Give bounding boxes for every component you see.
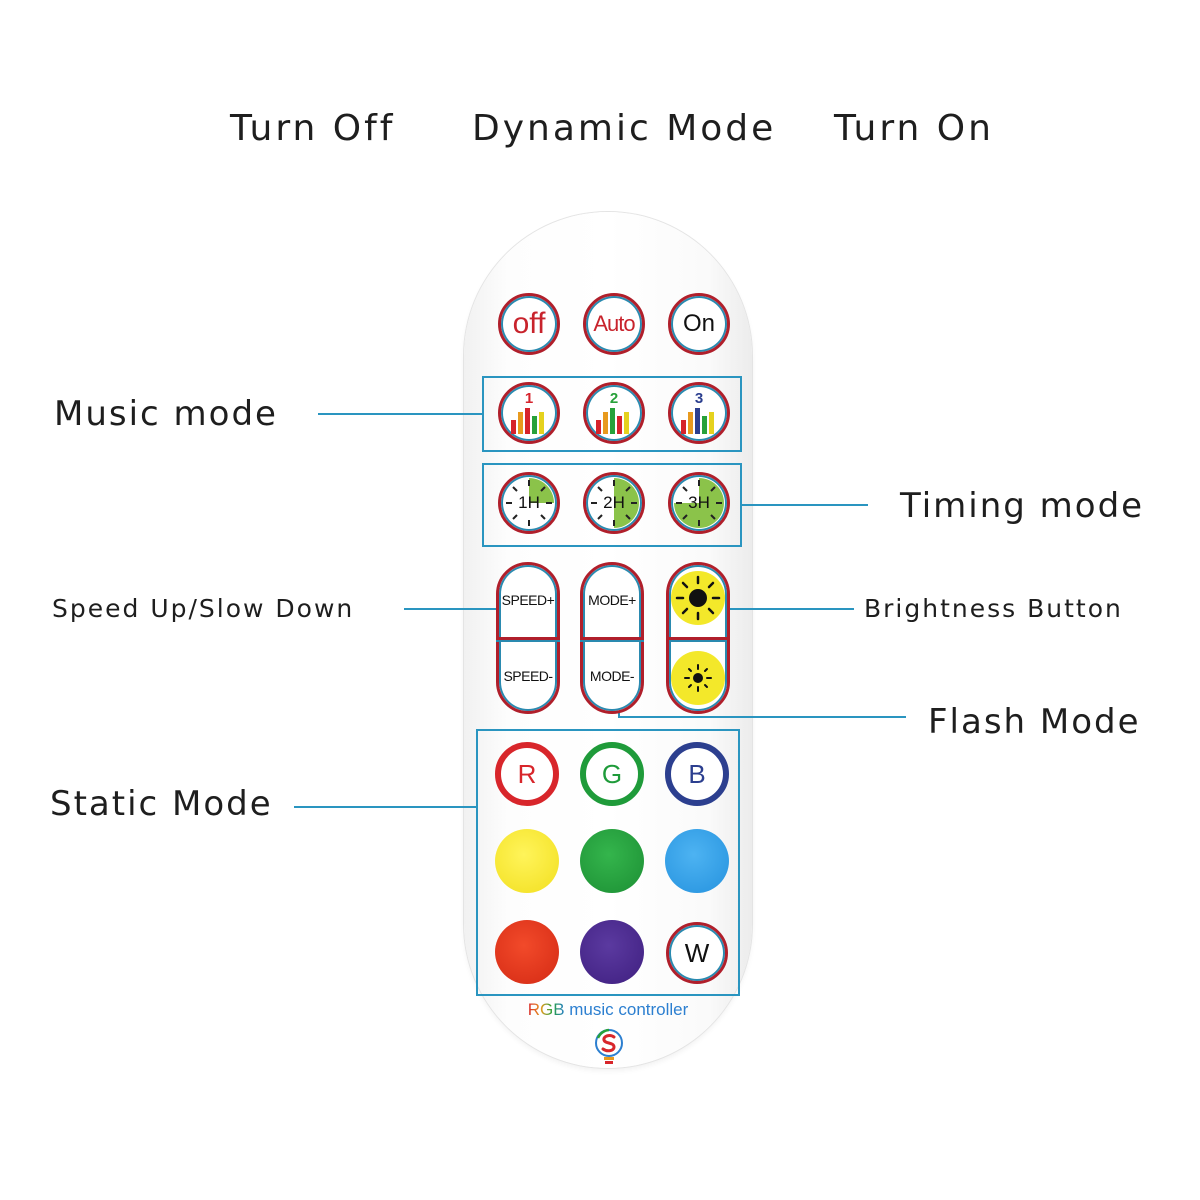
red-letter-button[interactable]: R [495,742,559,806]
purple-color-button[interactable] [580,920,644,984]
timing-mode-group [482,463,742,547]
auto-button-label: Auto [593,311,635,336]
speed-rocker: SPEED+ SPEED- [496,562,560,714]
white-button-label: W [684,937,710,968]
music-mode-3-button[interactable]: 3 [668,382,730,444]
music-mode-1-number: 1 [525,390,533,407]
light-green-color-button[interactable] [580,829,644,893]
timer-2h-button[interactable]: 2H [583,472,645,534]
clock-icon [591,478,639,528]
blue-letter-label: B [688,758,706,789]
timer-3h-label: 3H [688,493,710,512]
mode-rocker: MODE+ MODE- [580,562,644,714]
timer-1h-label: 1H [518,493,540,512]
clock-icon [674,478,724,528]
brand-text: RGB music controller [464,1000,752,1020]
yellow-color-button[interactable] [495,829,559,893]
brightness-up-button[interactable] [671,571,725,625]
turn-on-label: Turn On [834,108,994,149]
speed-up-button[interactable]: SPEED+ [499,565,557,635]
sun-large-icon [675,575,721,621]
speed-down-button[interactable]: SPEED- [499,641,557,711]
on-button[interactable]: On [668,293,730,355]
sun-small-icon [684,664,712,692]
timer-1h-button[interactable]: 1H [498,472,560,534]
static-mode-label: Static Mode [50,784,273,824]
equalizer-icon: 2 [596,390,629,434]
equalizer-icon: 3 [681,390,714,434]
turn-off-label: Turn Off [230,108,396,149]
orange-red-color-button[interactable] [495,920,559,984]
timer-2h-label: 2H [603,493,625,512]
flash-mode-label: Flash Mode [928,702,1141,742]
speed-up-label: SPEED+ [501,592,555,608]
brand-rest: music controller [564,1000,689,1019]
equalizer-icon: 1 [511,390,544,434]
static-mode-leader [294,806,476,808]
timing-mode-label: Timing mode [900,486,1145,526]
light-blue-color-button[interactable] [665,829,729,893]
speed-label: Speed Up/Slow Down [52,594,355,623]
off-button-label: off [512,307,546,340]
red-letter-label: R [517,758,537,789]
speed-divider [496,637,560,640]
music-mode-1-button[interactable]: 1 [498,382,560,444]
mode-down-label: MODE- [589,668,635,684]
flash-mode-leader [618,716,906,718]
green-letter-label: G [601,758,623,789]
music-mode-leader [318,413,482,415]
auto-button[interactable]: Auto [583,293,645,355]
on-button-label: On [682,310,715,337]
timing-mode-leader [740,504,868,506]
brightness-down-button[interactable] [671,651,725,705]
brightness-divider [669,637,727,640]
speed-leader [404,608,500,610]
brightness-rocker [666,562,730,714]
brand-logo-icon [595,1028,623,1064]
brand-rgb: RGB [527,1000,565,1019]
music-mode-group [482,376,742,452]
clock-icon [506,478,554,526]
music-mode-3-number: 3 [695,390,703,407]
music-mode-2-button[interactable]: 2 [583,382,645,444]
static-mode-group [476,729,740,996]
off-button[interactable]: off [498,293,560,355]
mode-divider [580,637,644,640]
music-mode-label: Music mode [54,394,278,434]
timer-3h-button[interactable]: 3H [668,472,730,534]
brightness-label: Brightness Button [864,594,1123,623]
music-mode-2-number: 2 [610,390,618,407]
blue-letter-button[interactable]: B [665,742,729,806]
green-letter-button[interactable]: G [580,742,644,806]
brightness-leader [730,608,854,610]
dynamic-mode-label: Dynamic Mode [472,108,777,149]
mode-down-button[interactable]: MODE- [583,641,641,711]
white-button[interactable]: W [666,922,728,984]
mode-up-button[interactable]: MODE+ [583,565,641,635]
mode-up-label: MODE+ [588,592,636,608]
speed-down-label: SPEED- [503,668,553,684]
